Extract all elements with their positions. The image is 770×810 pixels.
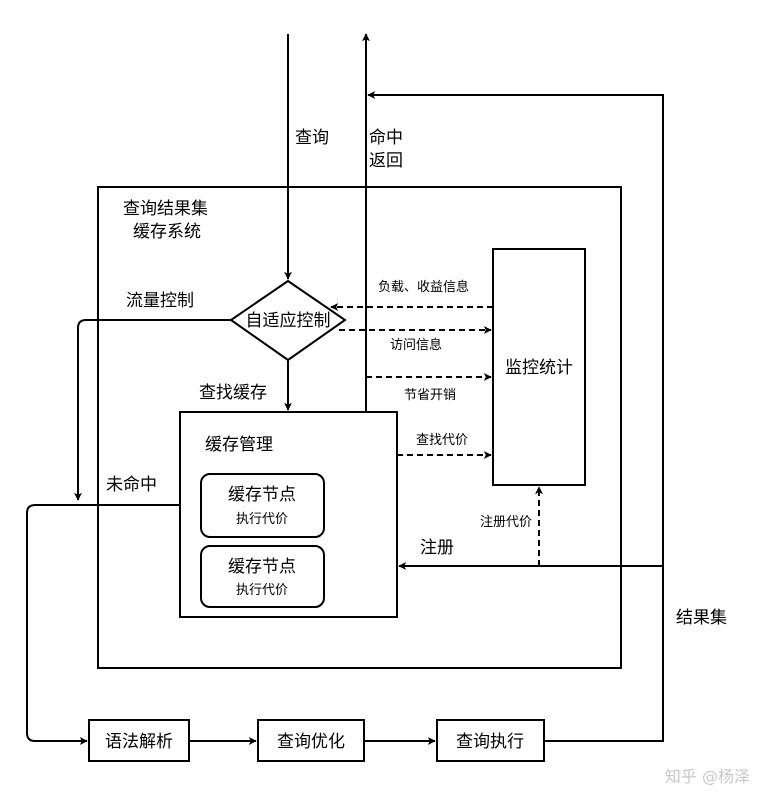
- monitor-label: 监控统计: [505, 358, 573, 378]
- label-result-set: 结果集: [676, 608, 727, 628]
- label-find-cache: 查找缓存: [199, 383, 267, 403]
- pipeline-step-parse-label: 语法解析: [105, 732, 173, 752]
- label-register: 注册: [420, 538, 454, 558]
- cache-system-title-1: 查询结果集: [123, 199, 208, 219]
- label-miss: 未命中: [106, 475, 157, 495]
- label-load-gain: 负载、收益信息: [378, 279, 469, 295]
- label-lookup-cost: 查找代价: [416, 433, 468, 448]
- cache-node-title: 缓存节点: [228, 557, 296, 577]
- edge-flow-control: [74, 319, 231, 501]
- cache-node-subtitle: 执行代价: [236, 512, 288, 527]
- pipeline-step-optimize-label: 查询优化: [277, 732, 345, 752]
- edge-result-set: [367, 91, 664, 742]
- cache-system-title-2: 缓存系统: [133, 222, 201, 242]
- cache-node-title: 缓存节点: [228, 485, 296, 505]
- cache-node-subtitle: 执行代价: [236, 583, 288, 598]
- cache-manager-box: [179, 411, 398, 618]
- cache-node: 缓存节点 执行代价: [200, 473, 325, 538]
- adaptive-control-label: 自适应控制: [246, 311, 331, 331]
- label-flow-control: 流量控制: [126, 291, 194, 311]
- pipeline-step-execute-label: 查询执行: [456, 732, 524, 752]
- cache-manager-title: 缓存管理: [205, 435, 273, 455]
- label-hit-2: 返回: [369, 151, 403, 171]
- label-access-info: 访问信息: [390, 337, 442, 353]
- label-register-cost: 注册代价: [480, 515, 532, 530]
- edge-miss: [26, 504, 180, 745]
- watermark: 知乎 @杨泽: [665, 767, 750, 786]
- monitor-box: [492, 248, 586, 486]
- cache-system-box: [97, 186, 622, 669]
- cache-node: 缓存节点 执行代价: [200, 545, 325, 608]
- label-hit-1: 命中: [369, 128, 403, 148]
- label-save-cost: 节省开销: [404, 388, 456, 403]
- label-query: 查询: [295, 128, 329, 148]
